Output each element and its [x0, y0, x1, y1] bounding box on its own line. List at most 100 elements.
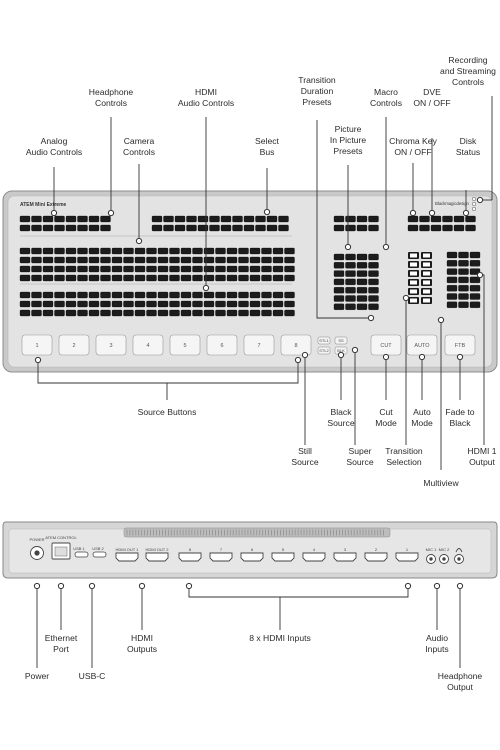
macro-button[interactable] [356, 278, 368, 286]
camera-button[interactable] [261, 247, 272, 255]
camera-button[interactable] [215, 274, 226, 282]
macro-button[interactable] [333, 303, 345, 310]
camera-button[interactable] [249, 265, 261, 273]
pip-button[interactable] [345, 224, 356, 232]
camera-button[interactable] [284, 247, 295, 255]
camera-button[interactable] [169, 265, 180, 273]
macro-button[interactable] [345, 287, 356, 294]
keyer-button[interactable] [407, 224, 419, 232]
multiview-button[interactable] [446, 268, 458, 275]
select-bus-button[interactable] [186, 224, 197, 232]
source-button-1[interactable] [21, 334, 53, 356]
camera-button[interactable] [134, 256, 146, 264]
hdmi-audio-button[interactable] [157, 300, 169, 308]
camera-button[interactable] [226, 274, 238, 282]
hdmi-audio-button[interactable] [238, 309, 249, 317]
hdmi-audio-button[interactable] [284, 300, 295, 308]
select-bus-button[interactable] [278, 215, 289, 223]
camera-button[interactable] [169, 274, 180, 282]
camera-button[interactable] [146, 247, 157, 255]
camera-button[interactable] [134, 274, 146, 282]
hdmi-audio-button[interactable] [100, 291, 111, 299]
audio-button[interactable] [31, 224, 42, 232]
keyer-button[interactable] [453, 224, 465, 232]
still-button-1[interactable] [317, 336, 331, 345]
camera-button[interactable] [31, 256, 42, 264]
select-bus-button[interactable] [151, 215, 163, 223]
hdmi-audio-button[interactable] [88, 309, 100, 317]
select-bus-button[interactable] [243, 224, 255, 232]
camera-button[interactable] [284, 274, 295, 282]
camera-button[interactable] [157, 256, 169, 264]
macro-button[interactable] [368, 262, 379, 269]
audio-button[interactable] [19, 215, 31, 223]
hdmi-audio-button[interactable] [192, 291, 203, 299]
camera-button[interactable] [272, 247, 284, 255]
select-bus-button[interactable] [209, 224, 220, 232]
camera-button[interactable] [238, 265, 249, 273]
source-button-5[interactable] [169, 334, 201, 356]
camera-button[interactable] [54, 265, 65, 273]
super-source-button[interactable] [334, 336, 348, 345]
source-button-6[interactable] [206, 334, 238, 356]
hdmi-audio-button[interactable] [180, 291, 192, 299]
hdmi-audio-button[interactable] [54, 300, 65, 308]
audio-button[interactable] [88, 215, 100, 223]
camera-button[interactable] [169, 247, 180, 255]
multiview-button[interactable] [469, 260, 481, 267]
camera-button[interactable] [100, 265, 111, 273]
camera-button[interactable] [65, 247, 77, 255]
select-bus-button[interactable] [278, 224, 289, 232]
camera-button[interactable] [157, 274, 169, 282]
camera-button[interactable] [77, 247, 88, 255]
multiview-button[interactable] [458, 260, 469, 267]
macro-button[interactable] [333, 278, 345, 286]
camera-button[interactable] [249, 256, 261, 264]
hdmi-audio-button[interactable] [272, 291, 284, 299]
camera-button[interactable] [180, 274, 192, 282]
multiview-button[interactable] [446, 285, 458, 292]
macro-button[interactable] [368, 295, 379, 302]
camera-button[interactable] [88, 274, 100, 282]
hdmi-audio-button[interactable] [215, 300, 226, 308]
hdmi-audio-button[interactable] [100, 300, 111, 308]
macro-button[interactable] [368, 287, 379, 294]
hdmi-audio-button[interactable] [111, 291, 123, 299]
select-bus-button[interactable] [232, 215, 243, 223]
macro-button[interactable] [356, 287, 368, 294]
pip-button[interactable] [333, 224, 345, 232]
hdmi-audio-button[interactable] [31, 309, 42, 317]
camera-button[interactable] [123, 256, 134, 264]
select-bus-button[interactable] [151, 224, 163, 232]
camera-button[interactable] [215, 247, 226, 255]
camera-button[interactable] [111, 256, 123, 264]
multiview-button[interactable] [458, 285, 469, 292]
hdmi-audio-button[interactable] [146, 291, 157, 299]
camera-button[interactable] [261, 256, 272, 264]
pip-button[interactable] [333, 215, 345, 223]
multiview-button[interactable] [446, 301, 458, 308]
hdmi-audio-button[interactable] [31, 291, 42, 299]
select-bus-button[interactable] [186, 215, 197, 223]
hdmi-audio-button[interactable] [169, 309, 180, 317]
camera-button[interactable] [272, 265, 284, 273]
hdmi-audio-button[interactable] [180, 300, 192, 308]
macro-button[interactable] [333, 287, 345, 294]
hdmi-audio-button[interactable] [123, 291, 134, 299]
select-bus-button[interactable] [232, 224, 243, 232]
audio-button[interactable] [77, 224, 88, 232]
camera-button[interactable] [65, 256, 77, 264]
hdmi-audio-button[interactable] [42, 291, 54, 299]
camera-button[interactable] [100, 256, 111, 264]
camera-button[interactable] [31, 265, 42, 273]
source-button-2[interactable] [58, 334, 90, 356]
camera-button[interactable] [180, 256, 192, 264]
camera-button[interactable] [54, 256, 65, 264]
hdmi-audio-button[interactable] [192, 309, 203, 317]
camera-button[interactable] [42, 247, 54, 255]
hdmi-audio-button[interactable] [203, 309, 215, 317]
pip-button[interactable] [356, 224, 368, 232]
camera-button[interactable] [284, 265, 295, 273]
macro-button[interactable] [345, 303, 356, 310]
camera-button[interactable] [192, 247, 203, 255]
